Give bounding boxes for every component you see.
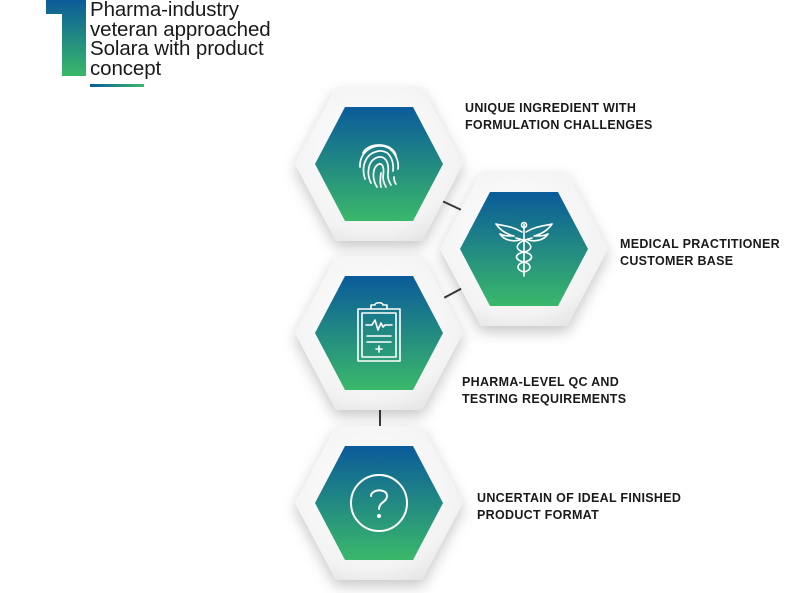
caduceus-icon	[495, 221, 553, 277]
title-line: veteran approached	[90, 17, 271, 41]
step-label-2: MEDICAL PRACTITIONER CUSTOMER BASE	[620, 236, 780, 270]
step-label-1: UNIQUE INGREDIENT WITH FORMULATION CHALL…	[465, 100, 653, 134]
step-hexagon-3	[293, 254, 465, 412]
question-icon	[350, 474, 408, 532]
step-hexagon-1	[293, 85, 465, 243]
step-label-line: UNIQUE INGREDIENT WITH	[465, 101, 637, 115]
step-number-1	[46, 0, 86, 76]
step-label-line: FORMULATION CHALLENGES	[465, 118, 653, 132]
step-label-line: CUSTOMER BASE	[620, 254, 734, 268]
page-title: Pharma-industry veteran approached Solar…	[90, 0, 320, 78]
title-line: Pharma-industry	[90, 0, 239, 21]
step-hexagon-4	[293, 424, 465, 582]
fingerprint-icon	[359, 144, 400, 188]
title-line: concept	[90, 56, 162, 80]
step-label-line: PHARMA-LEVEL QC AND	[462, 375, 620, 389]
step-label-line: UNCERTAIN OF IDEAL FINISHED	[477, 491, 682, 505]
title-line: Solara with product	[90, 37, 264, 60]
step-label-4: UNCERTAIN OF IDEAL FINISHED PRODUCT FORM…	[477, 490, 681, 524]
title-underline	[90, 84, 144, 87]
step-label-3: PHARMA-LEVEL QC AND TESTING REQUIREMENTS	[462, 374, 626, 408]
step-label-line: TESTING REQUIREMENTS	[462, 392, 627, 406]
step-hexagon-2	[438, 170, 610, 328]
step-label-line: MEDICAL PRACTITIONER	[620, 237, 780, 251]
clipboard-icon	[357, 301, 401, 362]
step-label-line: PRODUCT FORMAT	[477, 508, 600, 522]
